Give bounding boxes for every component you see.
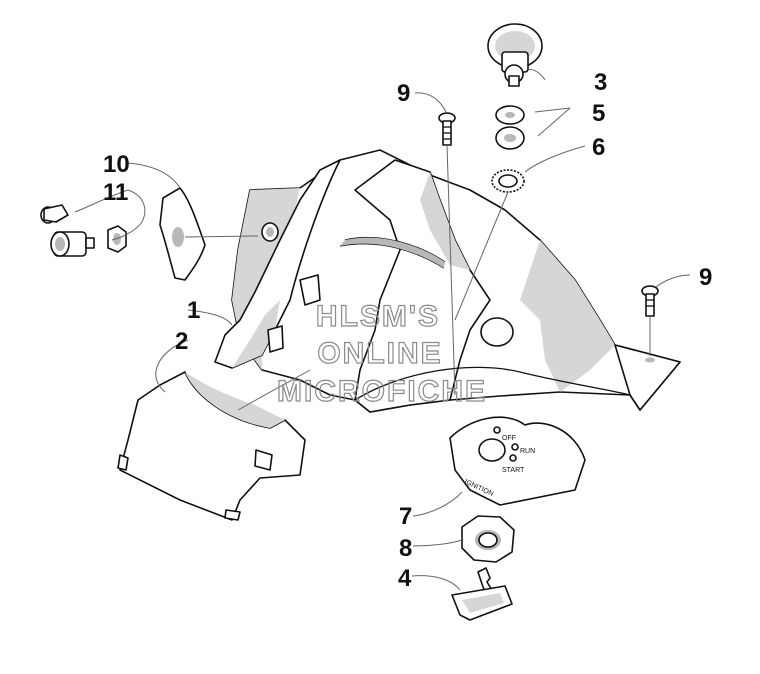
screw-right — [641, 285, 659, 356]
ignition-off-label: OFF — [502, 435, 516, 442]
accessory-socket — [40, 204, 127, 257]
watermark-line-1: HLSM'S — [316, 300, 440, 333]
ignition-start-label: START — [502, 467, 525, 474]
callout-7: 7 — [399, 503, 412, 530]
callout-11: 11 — [103, 179, 128, 206]
callout-9-right: 9 — [699, 264, 712, 291]
watermark-line-3: MICROFICHE — [277, 375, 487, 408]
callout-3: 3 — [594, 69, 607, 96]
ignition-key — [451, 567, 513, 621]
ignition-switch — [487, 23, 543, 87]
ignition-run-label: RUN — [520, 448, 535, 455]
ignition-nut — [461, 515, 515, 563]
callout-6: 6 — [592, 134, 605, 161]
callout-numbers: 1 2 3 4 5 6 7 8 9 9 10 11 — [103, 69, 712, 592]
lower-panel — [117, 371, 306, 521]
hood-console-body — [214, 149, 681, 413]
callout-1: 1 — [187, 297, 200, 324]
callout-4: 4 — [398, 565, 412, 592]
callout-10: 10 — [103, 151, 130, 178]
ignition-plate: OFF RUN START IGNITION — [449, 416, 586, 506]
screw-left — [438, 112, 456, 396]
callout-9-top: 9 — [397, 80, 410, 107]
accessory-mount-plate — [159, 187, 259, 281]
callout-2: 2 — [175, 328, 188, 355]
callout-8: 8 — [399, 535, 412, 562]
watermark-line-2: ONLINE — [317, 337, 442, 370]
leader-lines — [74, 69, 691, 591]
watermark: HLSM'S ONLINE MICROFICHE — [276, 299, 487, 408]
lock-washer — [454, 169, 525, 321]
washers — [495, 105, 525, 150]
callout-5: 5 — [592, 100, 605, 127]
